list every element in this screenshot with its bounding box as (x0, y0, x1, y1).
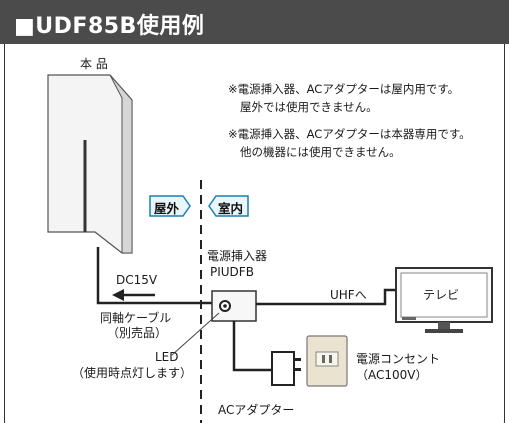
coax-cable-antenna (96, 247, 212, 305)
cable-name-label: 同軸ケーブル (100, 311, 172, 325)
led-leader-line (171, 312, 220, 356)
outdoor-label: 屋外 (154, 201, 180, 216)
dc-arrow-icon (112, 289, 155, 301)
indoor-tag-shape (208, 195, 249, 217)
ac-adapter-label: ACアダプター (218, 403, 295, 417)
ac-adapter-icon (271, 351, 301, 386)
outlet-name-label: 電源コンセント (356, 352, 441, 366)
page-title: ■UDF85B使用例 (14, 14, 205, 39)
outlet-note-label: （AC100V） (356, 368, 428, 382)
coax-cable-tv (256, 288, 396, 306)
led-label: LED (155, 350, 179, 364)
product-label: 本 品 (80, 57, 108, 71)
power-outlet-icon (306, 335, 348, 387)
tv-icon (395, 267, 493, 333)
note-indoor-use-detail: 屋外では使用できません。 (240, 100, 378, 114)
power-inserter-icon (211, 290, 257, 322)
dc-voltage-label: DC15V (116, 273, 158, 287)
outdoor-tag-shape (149, 195, 191, 217)
inserter-name-label: 電源挿入器 (207, 249, 268, 263)
cable-note-label: （別売品） (107, 326, 168, 340)
antenna-product-icon (47, 74, 133, 254)
tv-label: テレビ (423, 288, 460, 302)
indoor-label: 室内 (218, 201, 244, 216)
note-indoor-use: ※電源挿入器、ACアダプターは屋内用です。 (228, 82, 460, 96)
note-dedicated-use-detail: 他の機器には使用できません。 (240, 145, 401, 159)
note-dedicated-use: ※電源挿入器、ACアダプターは本器専用です。 (228, 127, 471, 141)
uhf-label: UHFへ (330, 288, 367, 302)
led-note-label: （使用時点灯します） (72, 366, 193, 380)
title-bar: ■UDF85B使用例 (0, 0, 509, 44)
inserter-model-label: PIUDFB (210, 265, 254, 279)
